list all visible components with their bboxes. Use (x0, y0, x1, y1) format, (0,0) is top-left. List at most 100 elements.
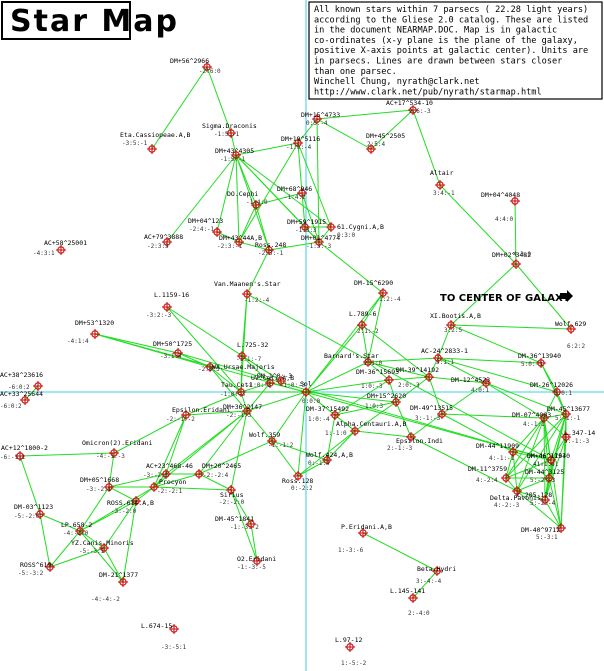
star-dm43[interactable]: DM+43^4305-1:5:-1 (215, 147, 254, 163)
star-coordinates: -6:0:2 (0, 403, 22, 410)
star-peridani[interactable]: P.Eridani.A,B1:-3:-6 (338, 523, 392, 554)
star-eta[interactable]: Eta.Cassiopeae.A,B-3:5:-1 (120, 131, 191, 154)
link-dm15c-dm37 (334, 401, 397, 416)
star-dm45c[interactable]: DM-45^1841-1:-3:-2 (215, 515, 259, 531)
star-l347[interactable]: L.347-145:-1:-3 (561, 429, 595, 445)
star-dm05[interactable]: DM+05^1668-3:-2:1 (80, 476, 119, 493)
star-dm4774[interactable]: DM+01^4774-1:3:-3 (301, 234, 340, 250)
star-xibootis[interactable]: XI.Bootis.A,B3:2:5 (430, 312, 481, 334)
link-dm45c-o2eridani (250, 523, 258, 562)
star-dm59[interactable]: DM+59^1915-1:3:3 (287, 218, 326, 234)
star-uvceti[interactable]: UV.Ceti.A,B-1:0:-3 (246, 374, 294, 389)
star-wolf424[interactable]: Wolf.424,A,B0:-1:4 (306, 451, 353, 467)
star-yzcmi[interactable]: YZ.Canis.Minoris-5:-3:1 (71, 539, 134, 555)
star-ac12[interactable]: AC+12^1800-2-6:-1:1 (0, 444, 48, 461)
star-epseri[interactable]: Epsilon.Eridani-2:-1:-2 (166, 406, 231, 423)
star-omicron[interactable]: Omicron(2).Eridani-4:-1:-3 (82, 439, 153, 460)
star-ross248[interactable]: Ross.248-2:3:-1 (255, 241, 286, 257)
star-cross-icon (312, 114, 322, 124)
star-dm56[interactable]: DM+56^2966-2:6:0 (170, 57, 221, 75)
star-ac24[interactable]: AC-24^2833-13:1:1 (421, 347, 468, 366)
star-l97[interactable]: L.97-121:-5:-2 (335, 636, 367, 667)
star-l1159[interactable]: L.1159-16-3:2:-3 (146, 291, 189, 319)
star-name: Epsilon.Eridani (172, 406, 231, 414)
star-ac33[interactable]: AC+33^25644-6:0:2 (0, 390, 43, 410)
star-sirius[interactable]: Sirius-2:-2:0 (219, 485, 245, 506)
star-sigdra[interactable]: Sigma.Draconis-1:5:-1 (202, 122, 257, 138)
star-wolf359[interactable]: Wolf.359-1:-1:2 (249, 431, 294, 449)
star-cross-icon (162, 237, 172, 247)
star-dm19[interactable]: DM+19^5116-1:5:-4 (281, 135, 320, 151)
star-ac58[interactable]: AC+58^25001-4:3:1 (33, 239, 87, 257)
star-l789[interactable]: L.789-62:1:-2 (349, 310, 379, 335)
star-o2eridani[interactable]: O2.Eridani-1:-3:-5 (237, 555, 276, 571)
star-cross-icon (511, 259, 521, 269)
star-cross-icon (237, 351, 247, 361)
star-dm68[interactable]: DM+68^946-1:4:2 (277, 185, 312, 201)
star-l725[interactable]: L.725-32-1:1:-7 (236, 341, 268, 363)
star-tauceti[interactable]: Tau.Ceti-1:0:-3 (220, 381, 252, 398)
link-dm36b-ac23 (165, 410, 248, 475)
star-name: DM+59^1915 (287, 218, 326, 226)
star-cross-icon (301, 387, 311, 397)
star-coordinates: -4:3:1 (33, 250, 55, 257)
star-wxuma[interactable]: WX.Ursae.Majoris-2:0:3 (198, 362, 275, 373)
star-ac23[interactable]: AC+23^468-46-3:-2:2 (143, 462, 193, 479)
star-ross614[interactable]: ROSS.614.A,B-3:-2:0 (107, 496, 154, 515)
star-dm03[interactable]: DM-03^1123-5:-2:0 (14, 503, 53, 520)
star-coordinates: -3:2:-3 (146, 312, 172, 319)
star-ac38[interactable]: AC+38^23616-6:0:2 (0, 371, 43, 391)
star-ross619[interactable]: ROSS^619-5:-3:2 (18, 561, 55, 577)
star-l674[interactable]: L.674-15-3:-5:1 (141, 622, 187, 651)
star-dm53[interactable]: DM+53^1320-4:1:4 (67, 319, 114, 345)
star-ac79[interactable]: AC+79^3888-2:3:3 (144, 233, 183, 250)
star-dm20[interactable]: DM+20^2465-2:-2:4 (194, 462, 241, 479)
star-alphacen[interactable]: Alpha.Centauri.A,B1:-1:0 (325, 420, 407, 437)
star-gocephi[interactable]: DO.Cephi-1:4:0 (227, 190, 268, 210)
star-ac17[interactable]: AC+17^534-102:6:-3 (386, 99, 433, 115)
star-dm21[interactable]: DM-21^1377-4:-4:-2 (91, 571, 138, 603)
star-dm36b[interactable]: DM+36^2147-2:-1:3 (223, 403, 262, 419)
link-dm49-epsind (410, 413, 443, 438)
star-dm4344[interactable]: DM+43^44A,B-2:3:-1 (217, 234, 262, 250)
star-dm50[interactable]: DM+50^1725-3:1:4 (153, 340, 192, 360)
star-procyon[interactable]: Procyon-2:-2:1 (149, 478, 186, 495)
star-vm[interactable]: Van.Maanen's.Star-1:2:-4 (214, 280, 281, 304)
star-coordinates: -1:2:-4 (244, 297, 270, 304)
star-cyg61[interactable]: 61.Cygni.A,B0:3:0 (326, 222, 384, 239)
star-dm1c[interactable]: DM-1^0:-3-1:0:-3 (257, 372, 306, 389)
page-title: Star Map (10, 4, 179, 39)
star-dm4123[interactable]: DM+04^123-2:4:-1 (188, 217, 223, 237)
star-lp658[interactable]: LP.658-2-4:-3:0 (61, 521, 92, 537)
